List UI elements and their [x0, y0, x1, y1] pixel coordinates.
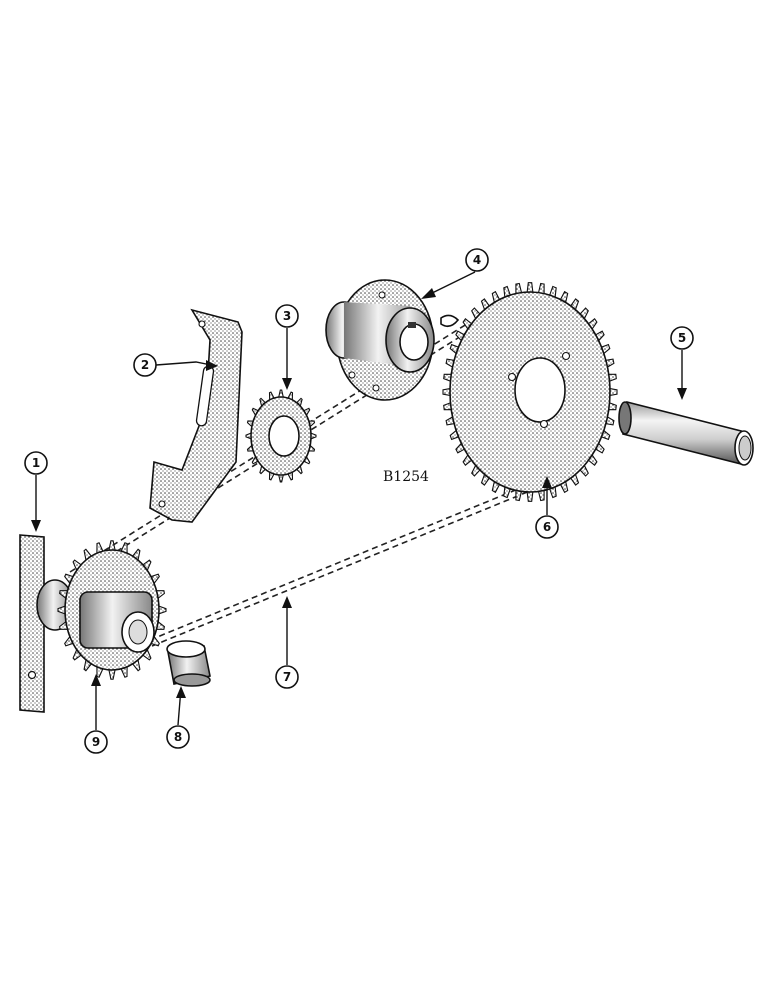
- callout-3-label: 3: [283, 309, 291, 323]
- callout-3: 3: [275, 304, 299, 328]
- driven-sprocket: [442, 282, 618, 502]
- callout-2: 2: [133, 353, 157, 377]
- callout-2-label: 2: [141, 358, 149, 372]
- callout-5-label: 5: [678, 331, 686, 345]
- leader-lines: [31, 271, 687, 730]
- callout-9-label: 9: [92, 735, 100, 749]
- mounting-plate: [19, 534, 45, 713]
- callout-9: 9: [84, 730, 108, 754]
- sprocket-hub: [325, 279, 460, 401]
- callout-8-label: 8: [174, 730, 182, 744]
- idler-sprocket: [245, 389, 317, 483]
- callout-6: 6: [535, 515, 559, 539]
- callout-8: 8: [166, 725, 190, 749]
- callout-1: 1: [24, 451, 48, 475]
- callout-6-label: 6: [543, 520, 551, 534]
- callout-5: 5: [670, 326, 694, 350]
- bushing: [166, 640, 211, 687]
- callout-7-label: 7: [283, 670, 291, 684]
- callout-7: 7: [275, 665, 299, 689]
- drawing-code: B1254: [383, 469, 429, 485]
- drive-sprocket: [36, 540, 167, 680]
- bracket: [149, 308, 243, 523]
- woodruff-key: [440, 314, 460, 328]
- callout-4: 4: [465, 248, 489, 272]
- callout-4-label: 4: [473, 253, 481, 267]
- callout-1-label: 1: [32, 456, 40, 470]
- shaft-tube: [618, 401, 754, 466]
